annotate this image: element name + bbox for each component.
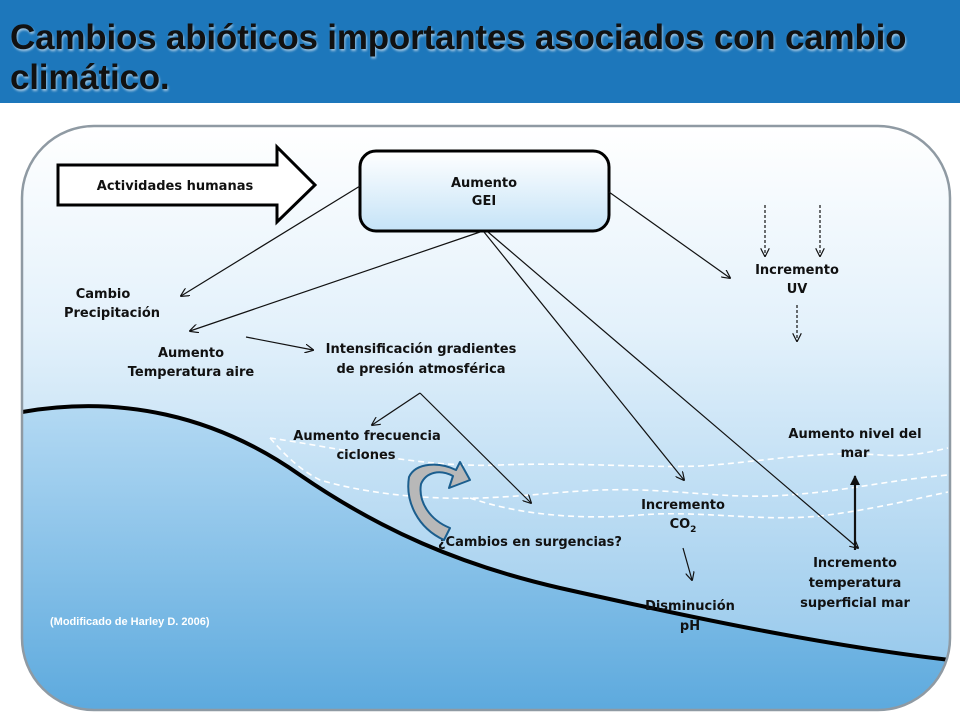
incremento-co2-line1: Incremento (641, 498, 725, 513)
incremento-temperatura-mar-line3: superficial mar (800, 596, 910, 611)
disminucion-ph-line2: pH (680, 619, 700, 634)
intensificacion-line2: de presión atmosférica (336, 362, 505, 377)
surgencias-curved-arrow (407, 461, 471, 541)
wave-line-upper (269, 437, 949, 468)
cambio-precipitacion-line2: Precipitación (64, 306, 160, 321)
aumento-nivel-mar-line1: Aumento nivel del (788, 427, 921, 442)
panel-border (20, 124, 952, 712)
slide-title: Cambios abióticos importantes asociados … (10, 18, 907, 97)
aumento-gei-label-line2: GEI (472, 194, 496, 209)
incremento-uv-line1: Incremento (755, 263, 839, 278)
aumento-temperatura-aire-line2: Temperatura aire (128, 365, 255, 380)
co2-formula: CO (670, 517, 691, 532)
intensificacion-line1: Intensificación gradientes (326, 342, 517, 357)
connectors (181, 185, 858, 580)
sea-area (22, 406, 950, 710)
wave-line-middle (269, 437, 949, 500)
arrow-co2-to-ph (682, 547, 692, 580)
aumento-temperatura-aire-line1: Aumento (158, 346, 224, 361)
incremento-temperatura-mar-line1: Incremento (813, 556, 897, 571)
credit-text: (Modificado de Harley D. 2006) (50, 616, 210, 628)
arrow-temperatura-to-intensificacion (245, 336, 313, 350)
arrow-gei-to-temperatura-mar (487, 231, 858, 548)
arrow-gei-to-uv (608, 191, 730, 278)
cambio-precipitacion-line1: Cambio (76, 287, 131, 302)
arrow-intensificacion-to-ciclones (372, 392, 421, 425)
aumento-nivel-mar-line2: mar (841, 446, 870, 461)
uv-rays (765, 205, 820, 341)
aumento-frecuencia-ciclones-line1: Aumento frecuencia (293, 429, 440, 444)
incremento-temperatura-mar-line2: temperatura (809, 576, 902, 591)
aumento-frecuencia-ciclones-line2: ciclones (336, 448, 395, 463)
coastline (22, 404, 950, 662)
co2-subscript: 2 (690, 525, 696, 535)
cambios-surgencias-label: ¿Cambios en surgencias? (438, 535, 622, 550)
incremento-co2-line2: CO2 (670, 517, 697, 535)
disminucion-ph-line1: Disminución (645, 599, 735, 614)
arrow-gei-to-co2 (483, 231, 684, 480)
aumento-gei-label-line1: Aumento (451, 176, 517, 191)
incremento-uv-line2: UV (787, 282, 808, 297)
title-bar (0, 0, 960, 103)
actividades-humanas-arrow (56, 143, 318, 226)
wave-line-lower (469, 491, 949, 519)
arrow-intensificacion-to-surgencias (419, 392, 531, 503)
aumento-gei-box (358, 149, 611, 233)
arrow-gei-to-temperatura-aire (190, 231, 481, 331)
arrow-gei-to-precipitacion (181, 185, 361, 296)
actividades-humanas-label: Actividades humanas (97, 179, 254, 194)
